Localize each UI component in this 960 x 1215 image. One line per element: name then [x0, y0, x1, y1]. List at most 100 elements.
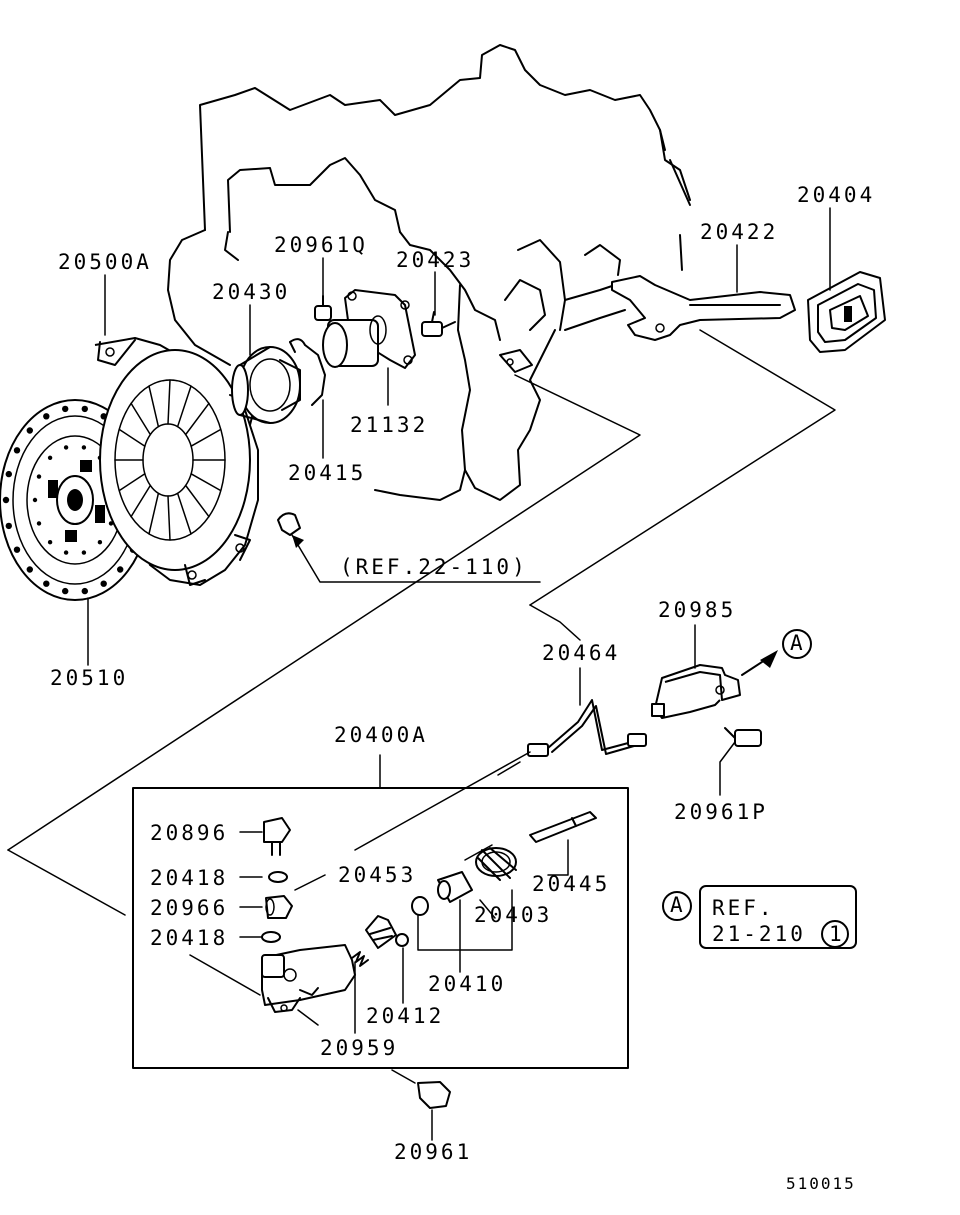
pressure-plate [94, 337, 259, 586]
disc-inner-hole [63, 550, 69, 555]
disc-inner-hole [32, 497, 38, 503]
diaphragm-finger [184, 402, 210, 436]
diaphragm-finger [118, 473, 146, 492]
label-20403: 20403 [474, 903, 553, 927]
disc-inner-hole [81, 445, 87, 450]
disc-inner-hole [97, 540, 103, 545]
mount-bolt [417, 1081, 451, 1109]
diaphragm-finger [190, 428, 222, 447]
disc-inner-hole [47, 455, 53, 460]
label-20500a: 20500A [58, 250, 152, 274]
label-ref-box-circle: 1 [829, 922, 842, 946]
label-20415: 20415 [288, 461, 367, 485]
label-20422: 20422 [700, 220, 779, 244]
label-20430: 20430 [212, 280, 291, 304]
diaphragm-finger [190, 473, 222, 492]
return-spring [475, 847, 517, 881]
diaphragm-finger [176, 492, 192, 535]
label-20418-lower: 20418 [150, 926, 229, 950]
diaphragm-finger [184, 484, 210, 518]
label-20961: 20961 [394, 1140, 473, 1164]
disc-rivet-hole [5, 522, 12, 530]
diaphragm-finger [148, 385, 160, 428]
disc-rivet-hole [5, 470, 12, 478]
disc-rivet-hole [43, 413, 50, 420]
disc-rivet-hole [61, 587, 69, 595]
diaphragm-finger [148, 492, 160, 535]
push-rod [529, 811, 597, 843]
label-20418-upper: 20418 [150, 866, 229, 890]
disc-rivet-hole [61, 405, 69, 413]
arrow-to-a [741, 650, 778, 676]
label-20410: 20410 [428, 972, 507, 996]
diaphragm-finger [176, 385, 192, 428]
release-clip [289, 338, 326, 406]
disc-inner-hole [36, 474, 42, 479]
label-20412: 20412 [366, 1004, 445, 1028]
stud-20423 [421, 311, 456, 337]
label-20961p: 20961P [674, 800, 768, 824]
label-marker-a-top: A [790, 631, 803, 655]
snap-ring [395, 933, 409, 947]
diaphragm-finger [167, 379, 171, 425]
label-ref-22-110: (REF.22-110) [340, 555, 528, 579]
disc-rivet-hole [43, 580, 50, 587]
ref-arrow [292, 535, 304, 548]
slave-cylinder [261, 944, 356, 1013]
disc-rivet-hole [100, 580, 107, 587]
label-21132: 21132 [350, 413, 429, 437]
label-20464: 20464 [542, 641, 621, 665]
bolt-20961p [724, 727, 762, 747]
label-20961q: 20961Q [274, 233, 368, 257]
label-20985: 20985 [658, 598, 737, 622]
bleeder-bolt [263, 817, 291, 856]
cylinder-spring [351, 951, 369, 967]
kit-frame [132, 787, 629, 1069]
figure-number: 510015 [786, 1174, 856, 1193]
diaphragm-finger [118, 428, 146, 447]
leader-lines [87, 207, 831, 1141]
release-fork [611, 275, 796, 341]
label-20423: 20423 [396, 248, 475, 272]
marker-a-box-circle [662, 891, 692, 921]
disc-inner-hole [36, 521, 42, 526]
disc-rivet-hole [26, 566, 33, 573]
gasket-lower [261, 931, 281, 943]
bearing-retainer [322, 289, 416, 369]
disc-rivet-hole [13, 546, 21, 553]
disc-rivet-hole [81, 587, 89, 595]
label-ref-box-line2: 21-210 [712, 922, 806, 946]
disc-rivet-hole [13, 447, 21, 454]
label-marker-a-box: A [670, 893, 683, 917]
disc-rivet-hole [81, 405, 89, 413]
label-20453: 20453 [338, 863, 417, 887]
marker-a-circle [782, 629, 812, 659]
diaphragm-fingers [114, 379, 226, 541]
release-bearing [231, 346, 301, 424]
piston-cup [411, 896, 429, 916]
disc-inner-hole [63, 445, 69, 450]
connector-lines [7, 329, 836, 916]
diaphragm-finger [130, 402, 152, 436]
label-20896: 20896 [150, 821, 229, 845]
ref-circle-one [821, 920, 849, 948]
label-ref-box-line1: REF. [712, 896, 775, 920]
disc-inner-hole [47, 540, 53, 545]
disc-rivet-hole [2, 496, 10, 504]
disc-rivet-hole [26, 427, 33, 434]
label-20400a: 20400A [334, 723, 428, 747]
label-20510: 20510 [50, 666, 129, 690]
clutch-disc-rivets [2, 405, 148, 595]
disc-rivet-hole [117, 566, 124, 573]
diaphragm-finger [167, 495, 171, 541]
disc-inner-hole [81, 550, 87, 555]
label-20959: 20959 [320, 1036, 399, 1060]
clutch-line [527, 699, 647, 757]
label-20404: 20404 [797, 183, 876, 207]
line-bracket [651, 664, 741, 719]
fork-boot [807, 271, 886, 353]
piston [437, 871, 473, 903]
gasket-upper [268, 871, 288, 883]
label-20966: 20966 [150, 896, 229, 920]
